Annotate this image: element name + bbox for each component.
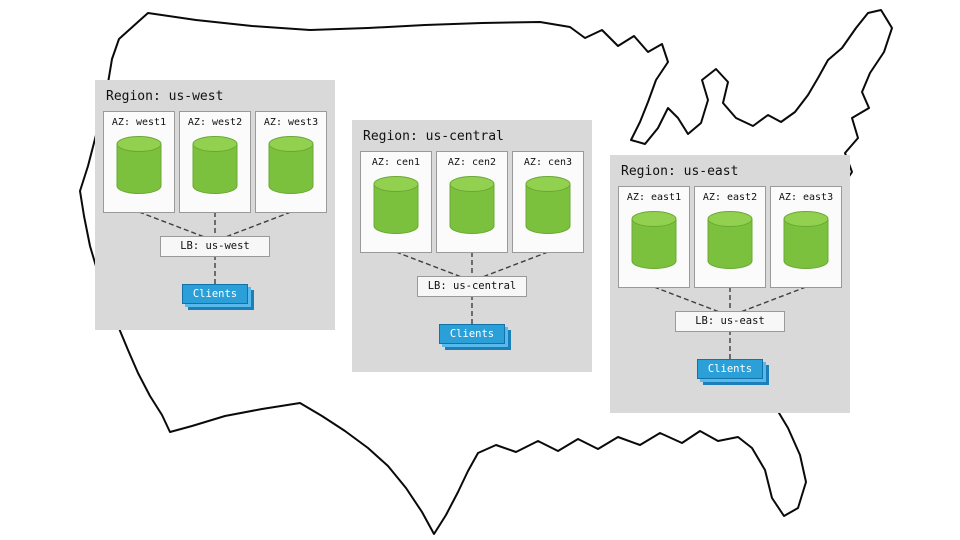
- region-us-central: Region: us-central AZ: cen1 AZ: cen2: [352, 120, 592, 372]
- database-cylinder-icon: [268, 136, 314, 194]
- az-label: AZ: cen3: [523, 157, 573, 168]
- az-box: AZ: east2: [694, 186, 766, 288]
- az-box: AZ: east1: [618, 186, 690, 288]
- load-balancer-box: LB: us-west: [160, 236, 270, 257]
- az-box: AZ: west1: [103, 111, 175, 213]
- az-box: AZ: west2: [179, 111, 251, 213]
- az-label: AZ: east1: [626, 192, 682, 203]
- az-box: AZ: cen3: [512, 151, 584, 253]
- region-us-west: Region: us-west AZ: west1 AZ: west2: [95, 80, 335, 330]
- database-cylinder-icon: [449, 176, 495, 234]
- database-cylinder-icon: [783, 211, 829, 269]
- az-row: AZ: west1 AZ: west2: [103, 111, 327, 213]
- database-cylinder-icon: [116, 136, 162, 194]
- database-cylinder-icon: [525, 176, 571, 234]
- az-label: AZ: west2: [187, 117, 243, 128]
- az-box: AZ: east3: [770, 186, 842, 288]
- az-label: AZ: west1: [111, 117, 167, 128]
- az-box: AZ: west3: [255, 111, 327, 213]
- az-row: AZ: east1 AZ: east2: [618, 186, 842, 288]
- region-title: Region: us-central: [363, 129, 504, 144]
- az-box: AZ: cen1: [360, 151, 432, 253]
- az-row: AZ: cen1 AZ: cen2: [360, 151, 584, 253]
- database-cylinder-icon: [707, 211, 753, 269]
- clients-box: Clients: [697, 359, 763, 379]
- region-title: Region: us-east: [621, 164, 739, 179]
- load-balancer-box: LB: us-central: [417, 276, 527, 297]
- az-box: AZ: cen2: [436, 151, 508, 253]
- region-title: Region: us-west: [106, 89, 224, 104]
- az-label: AZ: cen2: [447, 157, 497, 168]
- region-us-east: Region: us-east AZ: east1 AZ: east2: [610, 155, 850, 413]
- database-cylinder-icon: [631, 211, 677, 269]
- database-cylinder-icon: [192, 136, 238, 194]
- clients-box: Clients: [439, 324, 505, 344]
- clients-box: Clients: [182, 284, 248, 304]
- az-label: AZ: west3: [263, 117, 319, 128]
- az-label: AZ: east2: [702, 192, 758, 203]
- load-balancer-box: LB: us-east: [675, 311, 785, 332]
- database-cylinder-icon: [373, 176, 419, 234]
- az-label: AZ: east3: [778, 192, 834, 203]
- az-label: AZ: cen1: [371, 157, 421, 168]
